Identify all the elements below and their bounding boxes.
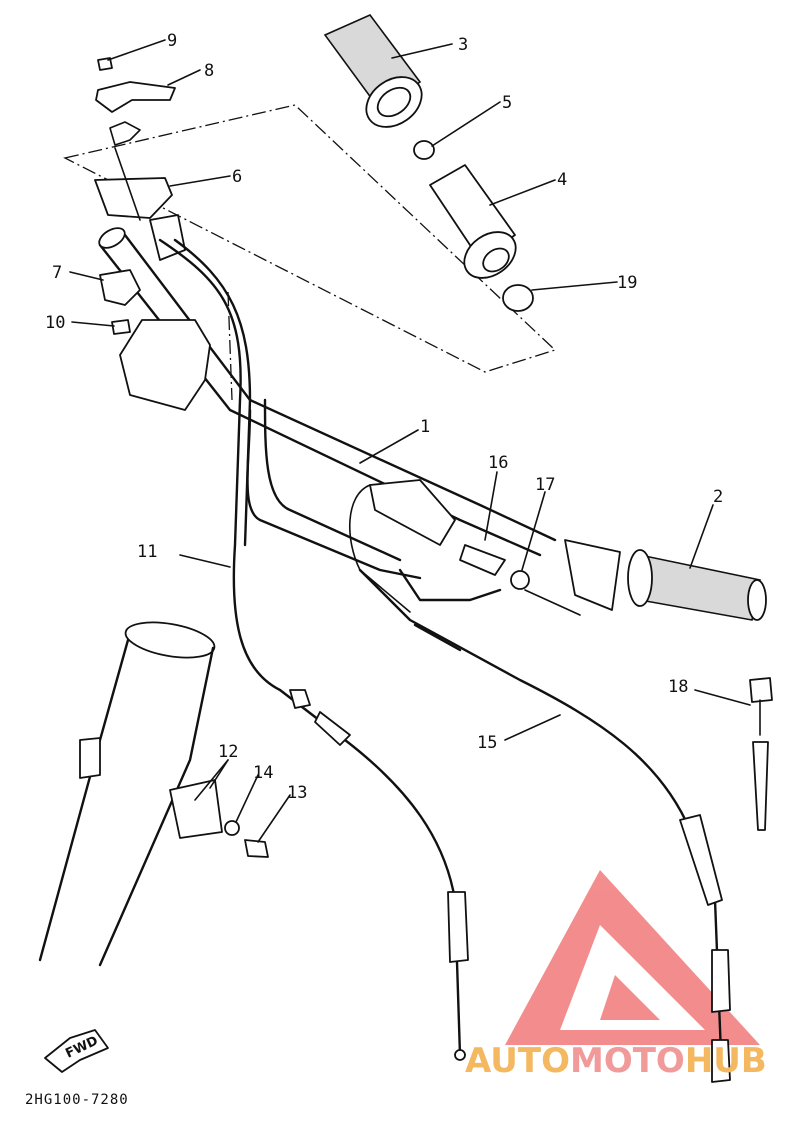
callout-19: 19: [617, 273, 637, 293]
callout-18: 18: [668, 677, 688, 697]
fwd-arrow-icon: FWD: [44, 1029, 109, 1073]
callout-15: 15: [477, 733, 497, 753]
callout-5: 5: [502, 93, 512, 113]
callout-3: 3: [458, 35, 468, 55]
leader-lines: [69, 39, 751, 843]
handlebar: [98, 227, 557, 602]
callout-16: 16: [488, 453, 508, 473]
callout-14: 14: [253, 763, 273, 783]
throttle-grip-assembly: [323, 14, 534, 312]
callout-8: 8: [204, 61, 214, 81]
callout-7: 7: [52, 263, 62, 283]
throttle-cable: [158, 238, 469, 1061]
callout-1: 1: [420, 417, 430, 437]
callout-10: 10: [45, 313, 65, 333]
right-grip: [564, 539, 767, 621]
callout-12: 12: [218, 742, 238, 762]
callout-labels: 9 8 3 5 4 6 7 10 1 2 16 17 11 19 18 15 1…: [45, 31, 723, 803]
callout-17: 17: [535, 475, 555, 495]
fork-tube: [38, 621, 269, 967]
switch-assembly: [348, 479, 581, 616]
left-clamp: [94, 57, 211, 411]
callout-6: 6: [232, 167, 242, 187]
watermark-hub: HUB: [685, 1041, 767, 1081]
callout-9: 9: [167, 31, 177, 51]
callout-13: 13: [287, 783, 307, 803]
callout-4: 4: [557, 170, 567, 190]
watermark-moto: MOTO: [570, 1041, 685, 1081]
watermark-logo: [505, 870, 760, 1045]
diagram-code: 2HG100-7280: [25, 1092, 129, 1108]
cable-tie: [749, 677, 773, 831]
callout-11: 11: [137, 542, 157, 562]
callout-2: 2: [713, 487, 723, 507]
watermark-text: AUTOMOTOHUB: [465, 1041, 767, 1081]
watermark-auto: AUTO: [465, 1041, 570, 1081]
clutch-cable: [358, 568, 731, 1083]
